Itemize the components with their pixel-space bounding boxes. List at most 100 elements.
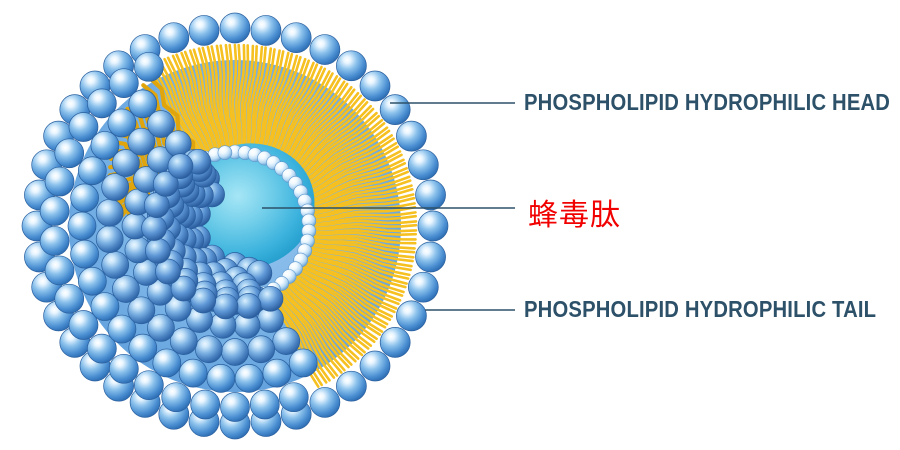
phospholipid-tail xyxy=(300,268,392,321)
phospholipid-head-bead xyxy=(280,22,312,54)
phospholipid-tail xyxy=(281,288,350,369)
phospholipid-tail xyxy=(306,257,404,297)
phospholipid-head-bead xyxy=(101,173,130,201)
phospholipid-tail xyxy=(312,193,415,215)
phospholipid-tail xyxy=(287,284,360,360)
phospholipid-tail xyxy=(311,175,411,207)
phospholipid-tail xyxy=(277,291,339,377)
phospholipid-head-bead xyxy=(221,338,249,366)
phospholipid-head-bead xyxy=(396,120,427,152)
phospholipid-tail xyxy=(300,269,389,326)
phospholipid-tail xyxy=(201,46,225,149)
phospholipid-tail xyxy=(294,104,372,176)
phospholipid-tail xyxy=(313,225,418,233)
phospholipid-tail xyxy=(312,238,416,254)
phospholipid-head-bead xyxy=(219,12,251,44)
phospholipid-tail xyxy=(249,46,267,149)
phospholipid-head-bead xyxy=(272,327,301,355)
phospholipid-tail xyxy=(273,65,323,158)
phospholipid-head-bead xyxy=(147,110,175,138)
phospholipid-tail xyxy=(275,293,336,379)
phospholipid-tail xyxy=(210,45,229,148)
phospholipid-tail xyxy=(298,271,387,329)
phospholipid-head-bead xyxy=(141,215,167,241)
phospholipid-head-bead xyxy=(108,353,139,384)
phospholipid-head-bead xyxy=(188,15,220,46)
phospholipid-tail xyxy=(293,277,376,343)
phospholipid-tail xyxy=(294,101,369,175)
phospholipid-tail xyxy=(272,63,319,158)
phospholipid-head-bead xyxy=(407,271,439,303)
phospholipid-tail xyxy=(171,54,211,152)
phospholipid-head-bead xyxy=(39,196,70,226)
phospholipid-head-bead xyxy=(396,300,427,332)
phospholipid-head-bead xyxy=(178,358,208,388)
phospholipid-tail xyxy=(266,57,307,155)
phospholipid-head-bead xyxy=(152,348,182,378)
leader-lines xyxy=(262,102,515,311)
phospholipid-tail xyxy=(158,60,206,154)
phospholipid-head-bead xyxy=(39,226,70,256)
phospholipid-tail xyxy=(310,246,412,272)
phospholipid-tail xyxy=(241,44,250,148)
phospholipid-head-bead xyxy=(167,153,194,179)
phospholipid-head-bead xyxy=(95,225,124,254)
phospholipid-head-bead xyxy=(134,370,164,401)
phospholipid-tail xyxy=(313,214,417,226)
phospholipid-tail xyxy=(305,137,395,192)
phospholipid-tail xyxy=(247,45,264,149)
label-phospholipid-head: PHOSPHOLIPID HYDROPHILIC HEAD xyxy=(524,89,891,115)
phospholipid-head-bead xyxy=(68,310,99,340)
phospholipid-head-bead xyxy=(278,382,309,413)
phospholipid-head-bead xyxy=(67,211,97,241)
phospholipid-head-bead xyxy=(44,166,75,197)
phospholipid-tail xyxy=(309,250,410,280)
phospholipid-tail xyxy=(287,283,364,357)
phospholipid-tail xyxy=(313,219,418,227)
liposome-body xyxy=(21,12,449,440)
phospholipid-head-bead xyxy=(68,112,99,142)
phospholipid-tail xyxy=(311,179,412,210)
phospholipid-head-bead xyxy=(107,314,137,344)
phospholipid-tail xyxy=(309,162,407,203)
phospholipid-tail xyxy=(261,52,294,153)
phospholipid-tail xyxy=(155,61,203,155)
phospholipid-tail xyxy=(306,145,399,195)
phospholipid-tail xyxy=(219,44,233,148)
phospholipid-head-bead xyxy=(309,34,341,65)
phospholipid-tail xyxy=(246,45,258,149)
phospholipid-head-bead xyxy=(169,327,198,355)
phospholipid-tail xyxy=(280,75,339,162)
phospholipid-head-bead xyxy=(90,292,120,321)
phospholipid-tail xyxy=(310,170,409,206)
phospholipid-head-bead xyxy=(107,108,137,138)
phospholipid-head-bead xyxy=(77,266,107,296)
phospholipid-tail xyxy=(313,228,418,237)
phospholipid-tail xyxy=(308,158,405,200)
phospholipid-tail xyxy=(296,107,375,178)
phospholipid-tail xyxy=(243,44,255,148)
phospholipid-tail xyxy=(292,278,373,347)
phospholipid-tail xyxy=(296,274,382,336)
phospholipid-tail xyxy=(224,43,234,148)
phospholipid-head-bead xyxy=(415,241,446,273)
phospholipid-tail xyxy=(309,251,408,285)
phospholipid-head-bead xyxy=(309,387,341,418)
phospholipid-tail xyxy=(283,80,346,165)
phospholipid-tail xyxy=(299,119,384,182)
phospholipid-head-bead xyxy=(359,350,391,382)
phospholipid-tail xyxy=(183,50,217,150)
phospholipid-tail xyxy=(313,205,417,222)
phospholipid-head-bead xyxy=(155,258,181,285)
phospholipid-head-bead xyxy=(250,15,282,46)
phospholipid-tail xyxy=(269,61,315,156)
phospholipid-tail xyxy=(175,53,213,151)
phospholipid-tail xyxy=(297,111,378,179)
phospholipid-tail xyxy=(312,184,413,211)
phospholipid-head-bead xyxy=(336,370,367,402)
phospholipid-head-bead xyxy=(262,358,292,388)
inner-leaflet-bead xyxy=(217,145,233,160)
phospholipid-head-bead xyxy=(90,131,120,160)
phospholipid-tail xyxy=(307,150,402,196)
